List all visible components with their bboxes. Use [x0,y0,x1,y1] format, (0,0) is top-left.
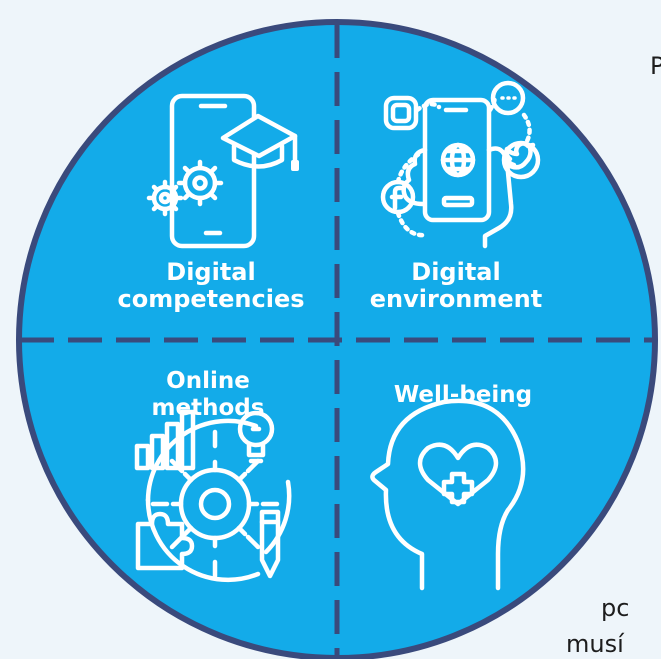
quadrant-label-digital-environment-line2: environment [370,285,543,313]
smartphone-graduation-cap-gears-icon [146,93,299,249]
quadrant-label-digital-competencies-line1: Digital [166,258,255,286]
quadrant-label-digital-environment-line1: Digital [411,258,500,286]
quadrant-label-online-methods-line2: methods [152,395,265,421]
quadrant-label-digital-competencies-line2: competencies [117,285,304,313]
background-text-fragment: pc [601,594,630,622]
quadrant-label-online-methods-line1: Online [166,368,250,394]
background-text-fragment: P [650,52,661,80]
hand-holding-phone-social-media-icon [380,80,541,249]
quadrant-label-well-being: Well-being [394,382,532,408]
gear-chart-puzzle-bulb-pencil-icon [134,409,292,583]
head-heart-medical-cross-icon [370,398,526,591]
background-text-fragment: musí [566,630,624,658]
